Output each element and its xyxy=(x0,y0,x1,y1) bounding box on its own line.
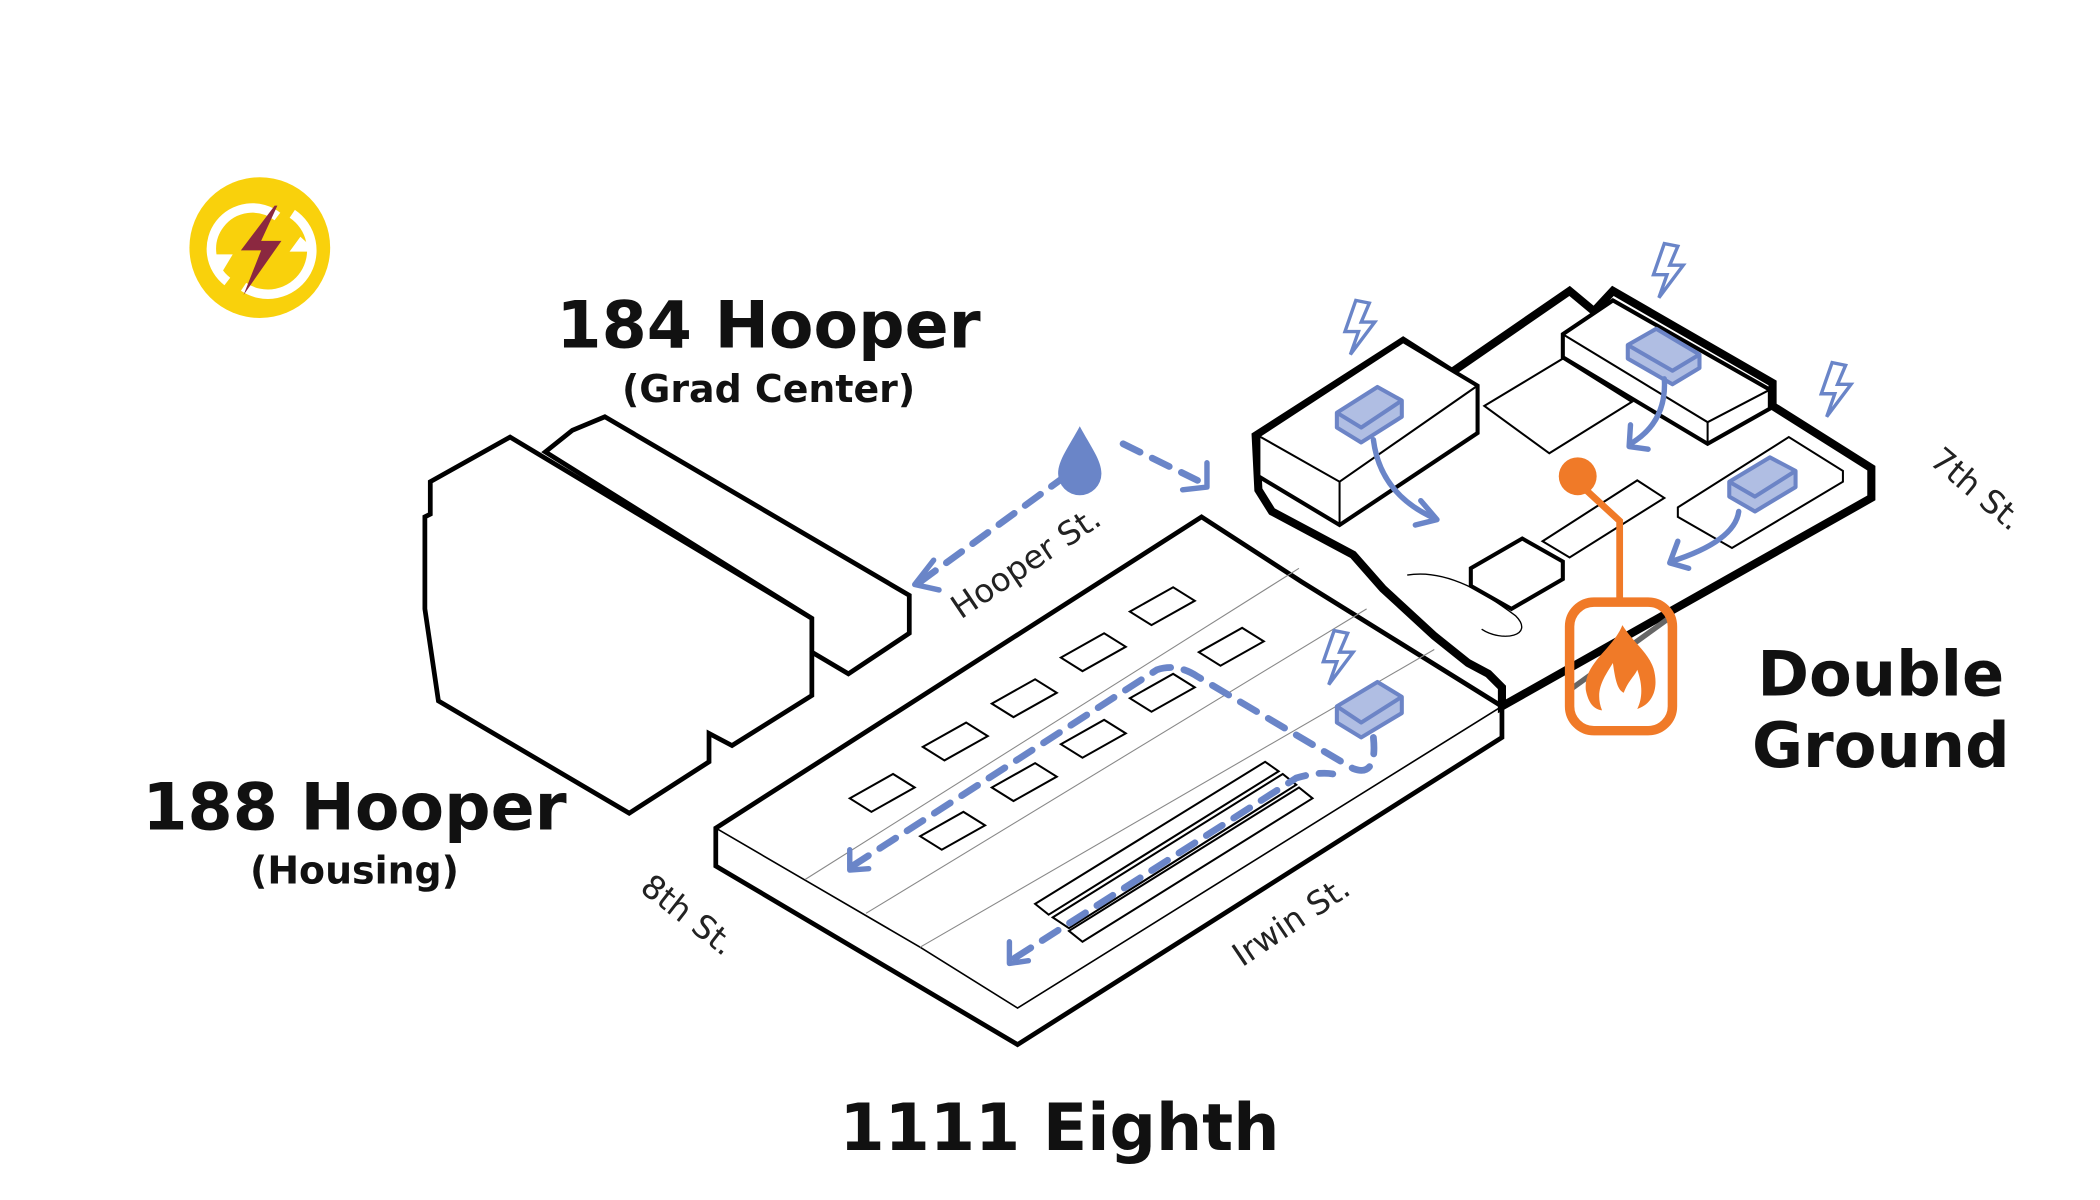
arrowhead-icon xyxy=(1667,538,1692,572)
flow-arrow-icon xyxy=(1006,939,1032,967)
unit-arrow-icon xyxy=(1668,508,1742,565)
rooftop-unit-icon xyxy=(1727,455,1798,514)
building-188-hooper xyxy=(422,434,815,816)
housing-title: 188 Hooper xyxy=(142,770,566,845)
water-arrow-right-icon xyxy=(1179,460,1210,493)
double-ground-title-line2: Ground xyxy=(1752,709,2010,782)
flame-icon xyxy=(1585,625,1656,711)
building-double-ground xyxy=(1251,285,1876,714)
building-1111-eighth xyxy=(713,514,1505,1048)
lightning-bolt-icon xyxy=(1818,360,1855,418)
unit-arrow-icon xyxy=(1627,376,1668,447)
grad-center-subtitle: (Grad Center) xyxy=(622,367,915,411)
rooftop-unit-icon xyxy=(1625,326,1702,387)
panel-flow-line xyxy=(1011,769,1337,962)
eighth-title: 1111 Eighth xyxy=(840,1091,1280,1166)
unit-arrow-icon xyxy=(1370,437,1437,521)
skylights xyxy=(847,586,1266,851)
water-drop-icon xyxy=(1058,426,1102,496)
arrowhead-icon xyxy=(1626,422,1651,452)
flow-arrow-icon xyxy=(847,847,872,873)
lightning-bolt-icon xyxy=(1320,628,1357,686)
building-184-hooper xyxy=(541,414,912,677)
rooftop-unit-icon xyxy=(1334,384,1404,445)
solar-panels xyxy=(1033,760,1315,943)
double-ground-title-line1: Double xyxy=(1757,637,2004,710)
grad-center-title: 184 Hooper xyxy=(556,289,980,364)
arrowhead-icon xyxy=(1412,497,1440,528)
housing-subtitle: (Housing) xyxy=(250,849,459,893)
energy-exchange-logo-icon xyxy=(189,177,331,318)
heat-source-icon xyxy=(1558,457,1678,736)
rooftop-unit-icon xyxy=(1334,679,1404,740)
water-arrow-left-icon xyxy=(911,557,942,593)
lightning-bolt-icon xyxy=(1342,298,1379,356)
water-flow-line xyxy=(916,440,1201,586)
street-label-7th: 7th St. xyxy=(1923,440,2030,539)
lightning-bolt-icon xyxy=(1651,241,1687,299)
street-label-8th: 8th St. xyxy=(634,867,742,963)
eighth-flow-line xyxy=(849,664,1378,870)
